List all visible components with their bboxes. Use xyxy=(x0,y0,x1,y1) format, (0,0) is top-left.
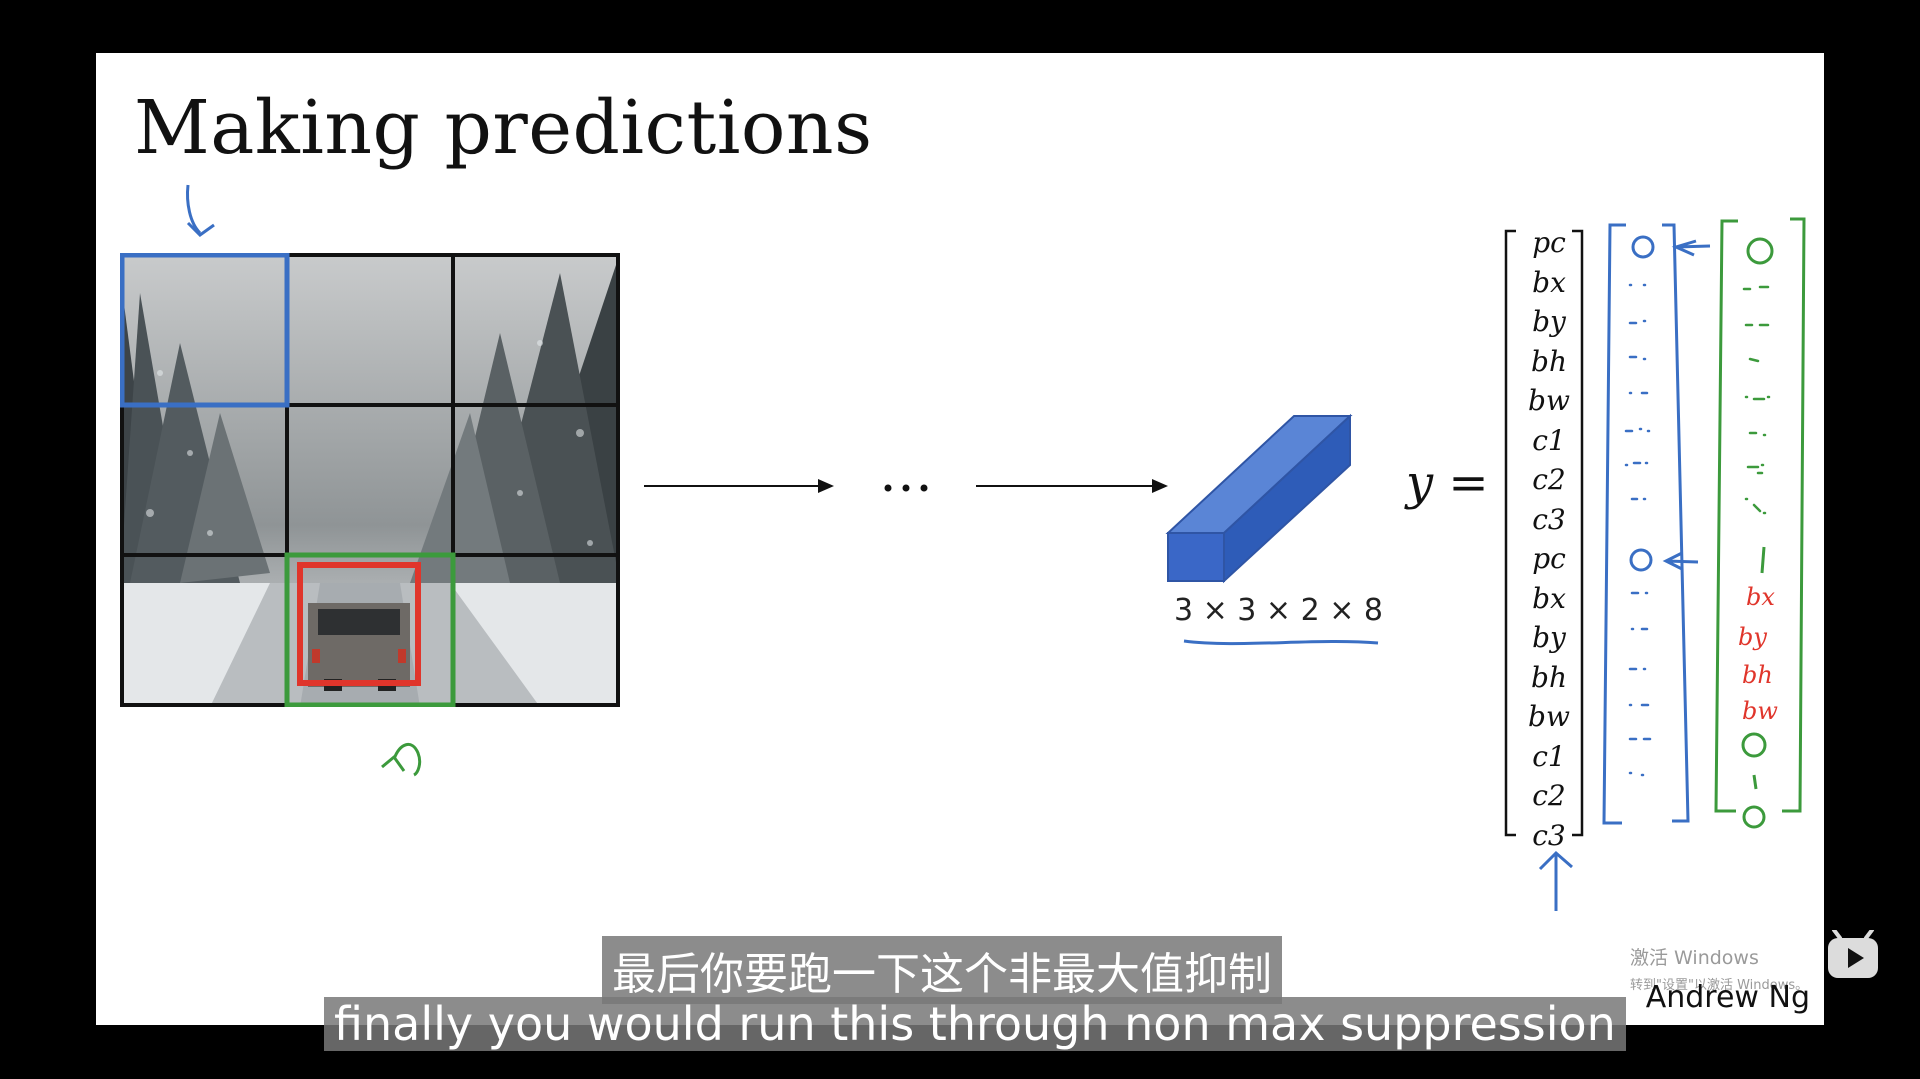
watermark-subtitle: 转到"设置"以激活 Windows。 xyxy=(1630,978,1809,993)
subtitle-chinese: 最后你要跑一下这个非最大值抑制 xyxy=(602,936,1282,1004)
vector-item: bh xyxy=(1531,344,1567,378)
output-y-label: y = xyxy=(1406,455,1489,511)
vector-item: c2 xyxy=(1532,779,1566,812)
vector-item: c1 xyxy=(1532,739,1566,773)
watermark-title: 激活 Windows xyxy=(1630,947,1759,969)
svg-text:bx: bx xyxy=(1746,583,1775,611)
road-image-grid xyxy=(120,253,620,707)
vector-item: pc xyxy=(1532,226,1566,259)
author-credit: Andrew Ng xyxy=(1645,980,1810,1015)
vector-item: by xyxy=(1532,621,1566,654)
slide-title: Making predictions xyxy=(134,85,873,171)
vector-item: bw xyxy=(1528,700,1570,733)
svg-text:bh: bh xyxy=(1742,661,1773,689)
vector-item: bx xyxy=(1532,265,1566,299)
vector-item: bw xyxy=(1528,384,1570,417)
vector-item: bx xyxy=(1532,581,1566,615)
tensor-dims-label: 3 × 3 × 2 × 8 xyxy=(1174,593,1383,628)
vector-item: c2 xyxy=(1532,463,1566,496)
activate-windows-watermark: 激活 Windows 转到"设置"以激活 Windows。 xyxy=(1630,943,1808,993)
svg-text:bw: bw xyxy=(1742,697,1778,725)
subtitle-english: finally you would run this through non m… xyxy=(324,997,1626,1051)
diagram-overlay: bx by bh bw xyxy=(96,53,1824,1025)
vector-item: pc xyxy=(1532,542,1566,575)
svg-text:by: by xyxy=(1738,623,1767,651)
vector-item: bh xyxy=(1531,660,1567,694)
vector-item: c3 xyxy=(1532,818,1566,852)
lecture-slide: Making predictions xyxy=(96,53,1824,1025)
vector-item: c3 xyxy=(1532,502,1566,536)
vector-item: by xyxy=(1532,305,1566,338)
output-vector: pc bx by bh bw c1 c2 c3 pc bx by bh bw c… xyxy=(1514,223,1584,855)
play-icon[interactable] xyxy=(1826,928,1880,980)
vector-item: c1 xyxy=(1532,423,1566,457)
